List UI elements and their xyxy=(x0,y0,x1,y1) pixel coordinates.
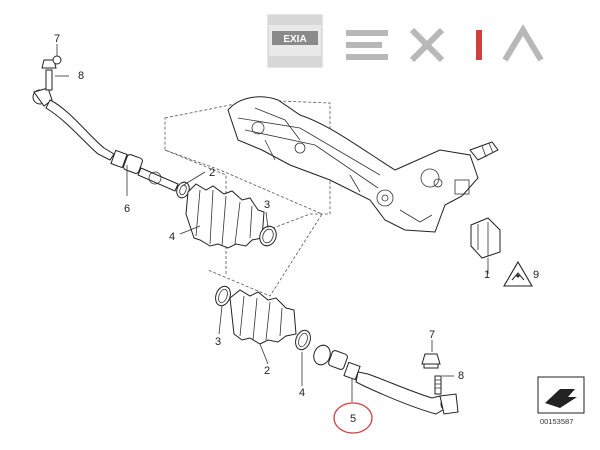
label-part-7-lower: 7 xyxy=(429,329,435,341)
lower-tie-rod-end xyxy=(355,353,459,415)
label-part-7-upper: 7 xyxy=(54,33,60,45)
label-part-8-upper: 8 xyxy=(78,70,84,82)
label-part-2-upper: 2 xyxy=(209,167,215,179)
reference-arrow-icon xyxy=(537,376,585,414)
upper-steering-boot xyxy=(185,183,265,249)
upper-tie-rod-lock-nut xyxy=(110,149,128,169)
logo-letter-e xyxy=(346,30,388,60)
logo-badge: EXIA xyxy=(267,14,323,68)
label-part-9: 9 xyxy=(533,269,539,281)
warning-triangle-icon xyxy=(503,260,533,287)
steering-rack-housing xyxy=(164,96,499,247)
logo-letter-x xyxy=(409,27,445,63)
highlight-circle xyxy=(333,402,373,434)
brand-logo: EXIA xyxy=(267,14,544,68)
label-part-2-lower: 2 xyxy=(264,365,270,377)
upper-inner-tie-rod xyxy=(123,154,179,192)
lower-boot-clamp xyxy=(215,285,231,307)
lower-boot-outer-clamp xyxy=(295,329,311,351)
label-part-1: 1 xyxy=(484,269,490,281)
label-part-3-upper: 3 xyxy=(264,199,270,211)
upper-boot-outer-clamp xyxy=(259,225,277,247)
label-part-4-upper: 4 xyxy=(169,231,175,243)
label-part-6: 6 xyxy=(124,203,130,215)
lower-inner-tie-rod-joint xyxy=(313,344,348,370)
logo-badge-text: EXIA xyxy=(283,34,306,45)
label-part-3-lower: 3 xyxy=(215,336,221,348)
logo-letter-a xyxy=(502,24,544,62)
label-part-5: 5 xyxy=(350,413,356,425)
logo-letter-i xyxy=(476,30,482,60)
upper-boot-clamp xyxy=(176,181,190,199)
label-part-8-lower: 8 xyxy=(458,370,464,382)
upper-tie-rod-end xyxy=(32,55,115,161)
label-part-4-lower: 4 xyxy=(299,387,305,399)
drawing-id: 00153587 xyxy=(540,417,573,426)
mount-bushing xyxy=(470,217,501,274)
lower-steering-boot xyxy=(229,289,297,345)
